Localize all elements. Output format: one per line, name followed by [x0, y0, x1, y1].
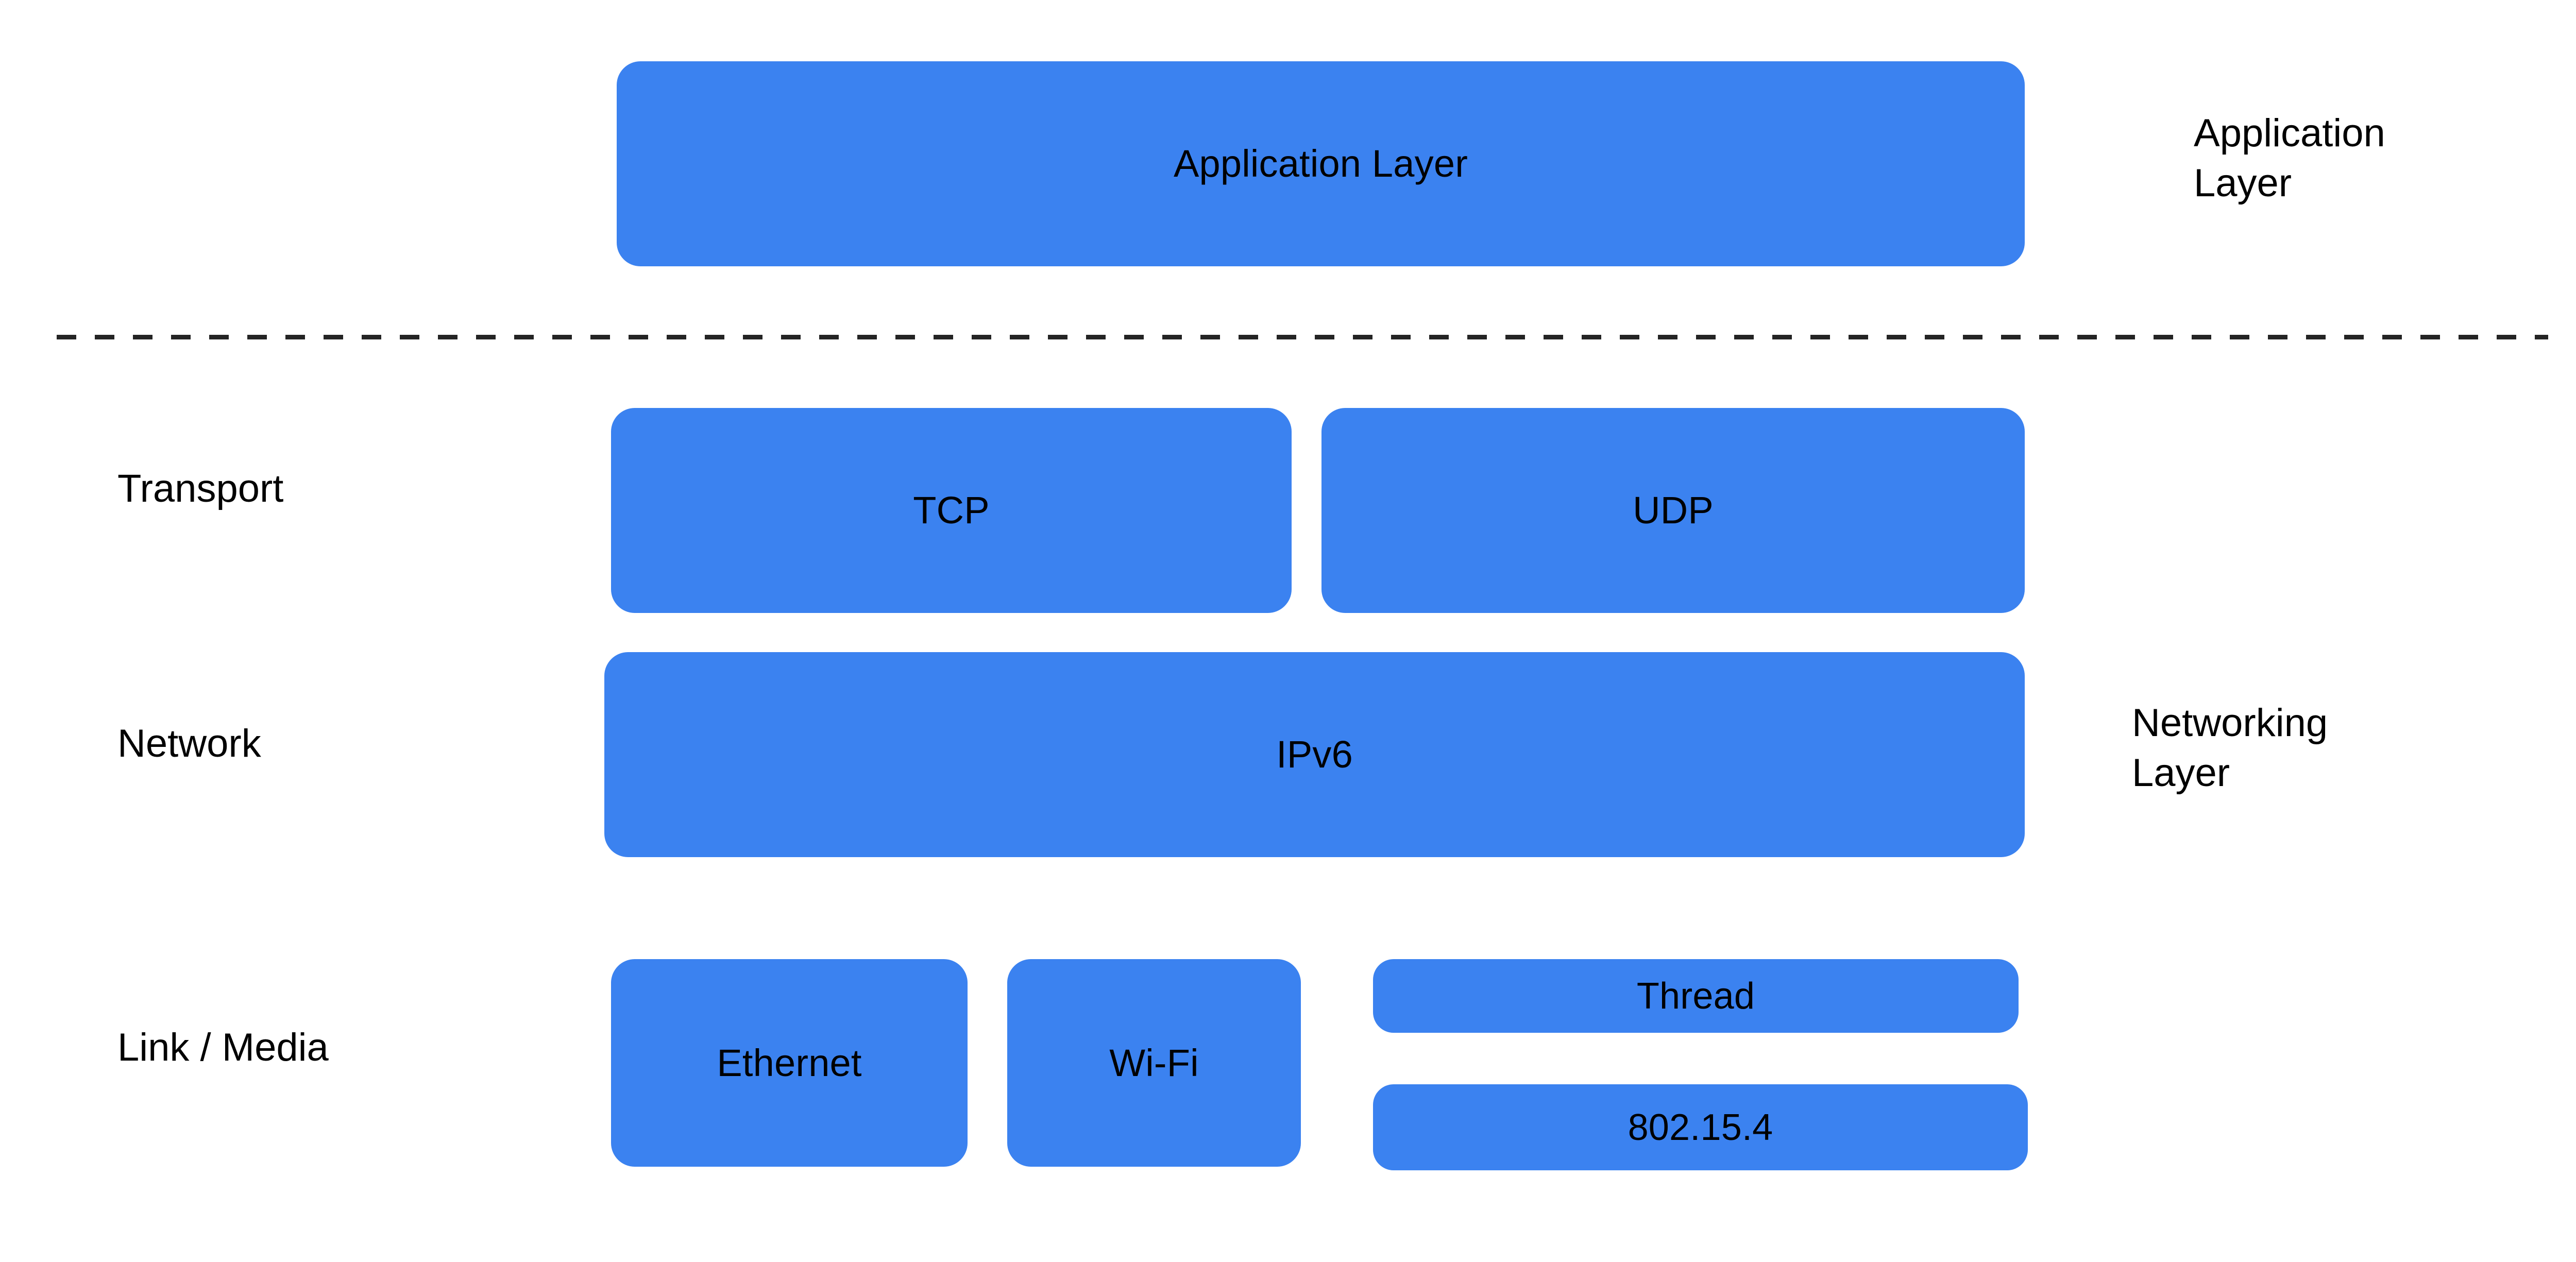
protocol-box-ipv6[interactable]: IPv6: [604, 652, 2025, 857]
layer-row-label-link-media: Link / Media: [117, 1026, 329, 1069]
protocol-box-label: Thread: [1636, 975, 1755, 1017]
protocol-box-label: TCP: [913, 489, 990, 532]
layer-row-label-network: Network: [117, 722, 261, 765]
protocol-box-thread[interactable]: Thread: [1373, 959, 2019, 1033]
protocol-box-label: IPv6: [1276, 733, 1353, 776]
divider-line-icon: [57, 335, 2548, 339]
protocol-box-802-15-4[interactable]: 802.15.4: [1373, 1084, 2028, 1170]
layer-group-label-networking: Networking Layer: [2132, 701, 2328, 795]
layer-group-label-application: Application Layer: [2194, 111, 2385, 206]
protocol-box-application-layer[interactable]: Application Layer: [617, 61, 2025, 266]
layer-row-label-transport: Transport: [117, 467, 284, 510]
protocol-box-ethernet[interactable]: Ethernet: [611, 959, 968, 1167]
protocol-box-label: Application Layer: [1173, 142, 1468, 185]
protocol-box-wifi[interactable]: Wi-Fi: [1007, 959, 1301, 1167]
protocol-box-tcp[interactable]: TCP: [611, 408, 1292, 613]
protocol-box-label: Ethernet: [717, 1041, 862, 1084]
layer-divider-dashed: [57, 335, 2548, 339]
protocol-box-label: UDP: [1633, 489, 1714, 532]
protocol-box-label: 802.15.4: [1628, 1106, 1773, 1148]
protocol-box-udp[interactable]: UDP: [1321, 408, 2025, 613]
protocol-box-label: Wi-Fi: [1109, 1041, 1199, 1084]
